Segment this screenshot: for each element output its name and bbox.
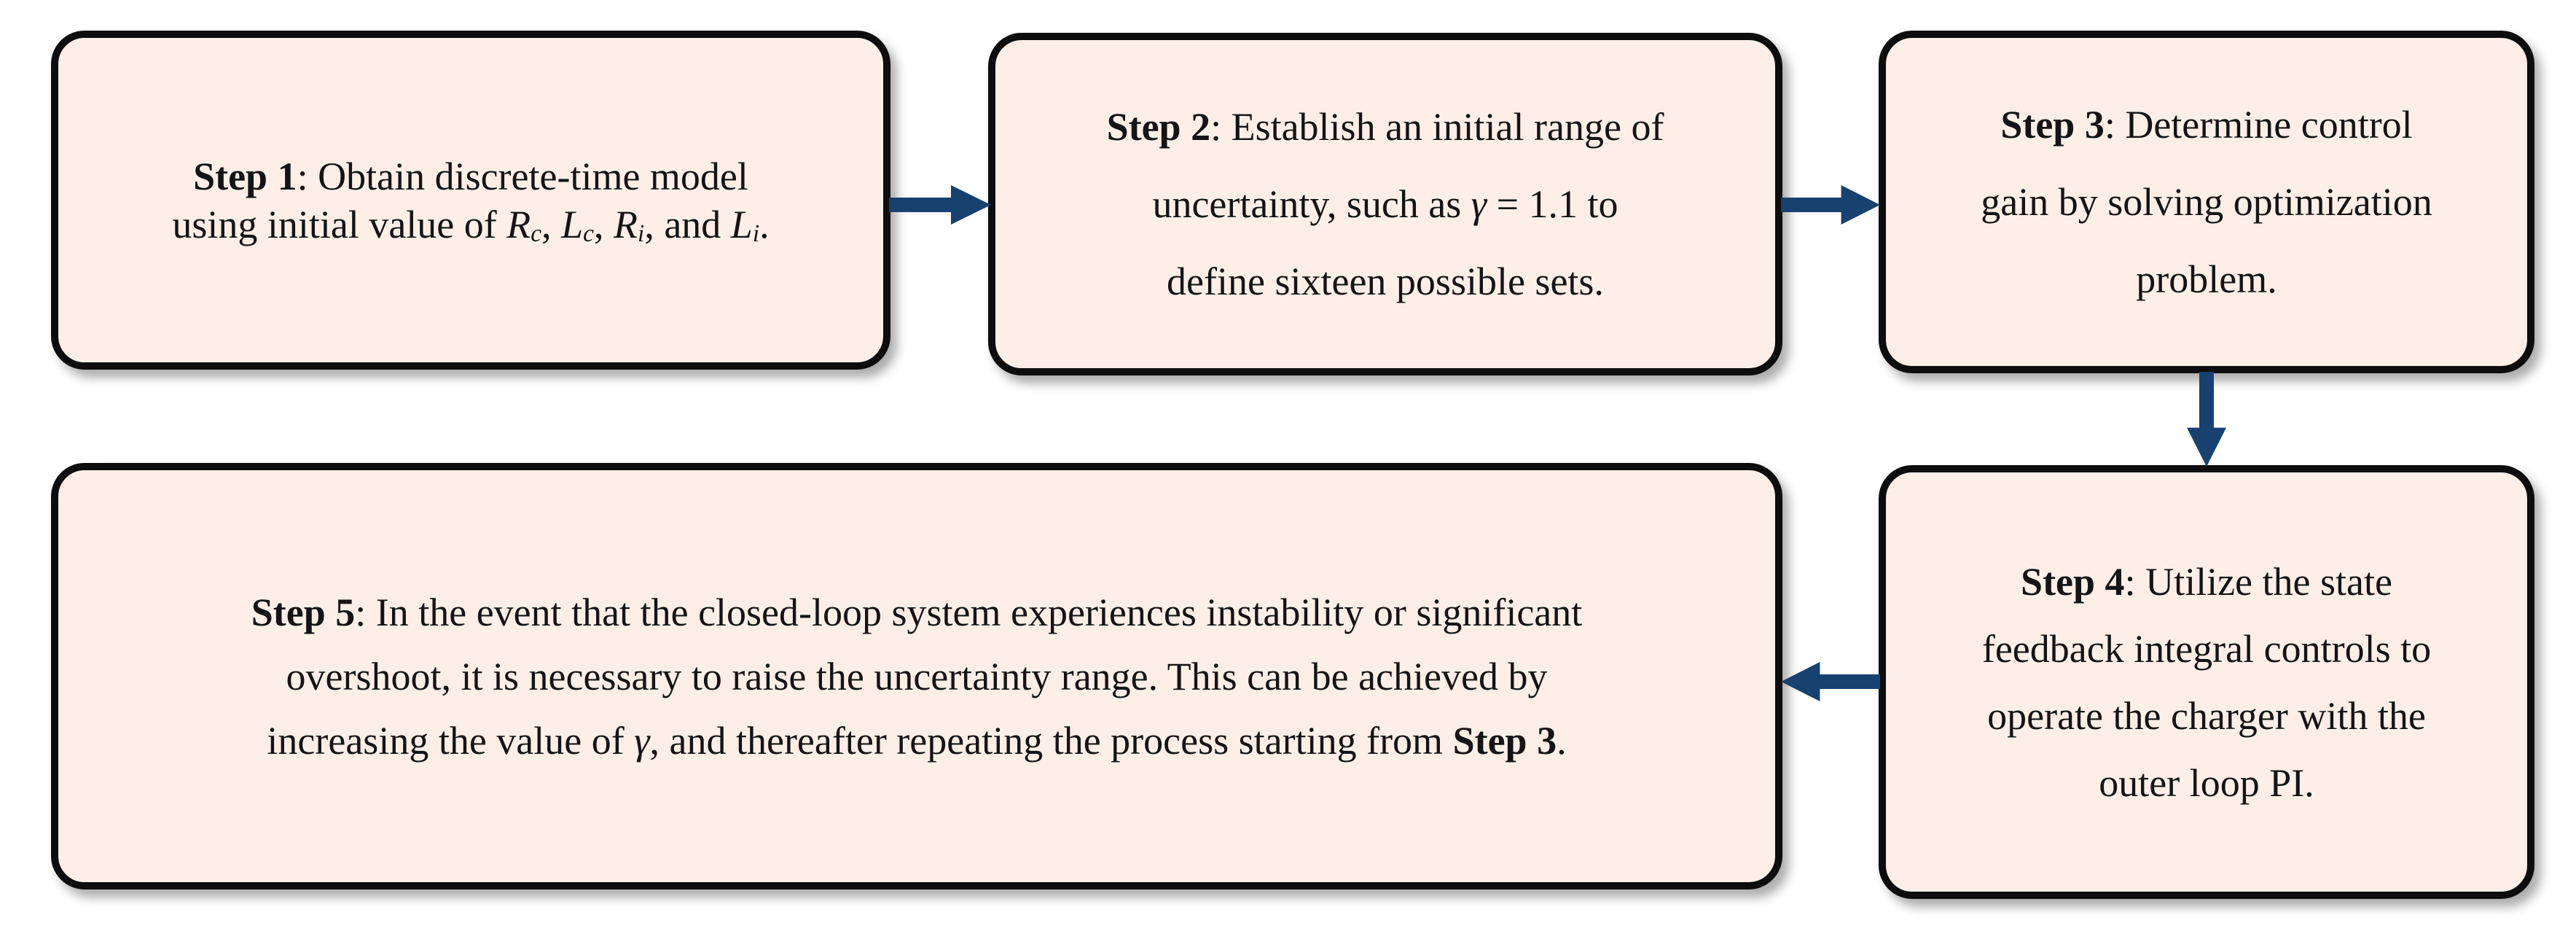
text-line: Step 3: Determine control [2000,103,2413,147]
arrow-step4-to-step5 [1781,662,1880,701]
text-line: Step 1: Obtain discrete-time model [193,154,748,198]
text-line: Step 4: Utilize the state [2021,559,2392,604]
text-line: overshoot, it is necessary to raise the … [286,654,1548,698]
arrow-step2-to-step3 [1781,185,1880,225]
text-line: uncertainty, such as γ = 1.1 to [1152,182,1618,226]
text-line: problem. [2136,257,2277,301]
text-line: Step 2: Establish an initial range of [1106,105,1664,149]
text-line: outer loop PI. [2099,760,2314,805]
step-5-box: Step 5: In the event that the closed-loo… [51,463,1782,889]
text-line: Step 5: In the event that the closed-loo… [251,590,1583,634]
text-line: operate the charger with the [1987,693,2426,738]
text-line: define sixteen possible sets. [1167,260,1604,303]
text-line: gain by solving optimization [1981,180,2432,224]
step-3-box: Step 3: Determine control gain by solvin… [1879,31,2534,373]
text-line: increasing the value of γ, and thereafte… [267,718,1567,763]
step-1-box: Step 1: Obtain discrete-time model using… [51,31,890,370]
step-4-box: Step 4: Utilize the state feedback integ… [1879,465,2534,899]
arrow-step3-to-step4 [2187,372,2226,467]
arrow-step1-to-step2 [889,185,991,225]
step-2-box: Step 2: Establish an initial range of un… [988,33,1782,375]
text-line: using initial value of Rc, Lc, Ri, and L… [172,202,770,247]
text-line: feedback integral controls to [1981,626,2432,671]
